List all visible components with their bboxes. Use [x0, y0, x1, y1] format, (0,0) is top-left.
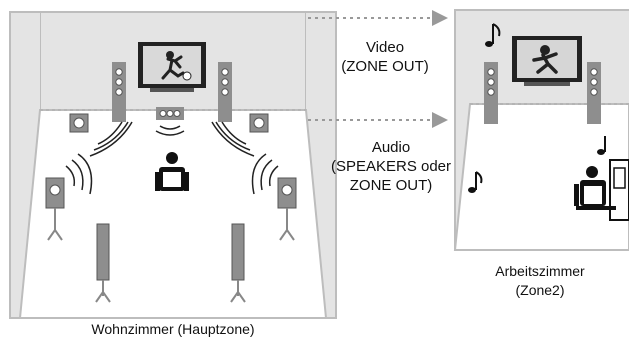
- speaker-icon: [112, 62, 232, 122]
- tv-icon: [138, 42, 206, 92]
- desk-icon: [574, 159, 629, 221]
- center-speaker-icon: [156, 107, 184, 120]
- zone2-speaker-icon: [484, 62, 601, 124]
- audio-label-line3: ZONE OUT): [349, 177, 433, 194]
- zone2-tv-icon: [512, 36, 582, 86]
- video-label-line1: Video: [365, 39, 405, 56]
- video-label: Video (ZONE OUT): [330, 38, 440, 76]
- zone2-label-line2: (Zone2): [515, 282, 565, 298]
- audio-label-line1: Audio: [371, 139, 411, 156]
- zone2-label-line1: Arbeitszimmer: [495, 263, 585, 279]
- zone2-room-label: Arbeitszimmer (Zone2): [460, 262, 620, 300]
- presence-speaker-icon: [69, 113, 269, 133]
- main-room-label: Wohnzimmer (Hauptzone): [91, 321, 255, 337]
- music-note-icon: [468, 23, 606, 193]
- video-label-line2: (ZONE OUT): [341, 58, 429, 75]
- surround-back-speaker-icon: [95, 223, 246, 303]
- listener-icon: [155, 152, 189, 191]
- sound-wave-icon: [65, 121, 279, 195]
- surround-speaker-icon: [45, 177, 297, 241]
- audio-label-line2: (SPEAKERS oder: [330, 158, 452, 175]
- audio-label: Audio (SPEAKERS oder ZONE OUT): [327, 138, 455, 195]
